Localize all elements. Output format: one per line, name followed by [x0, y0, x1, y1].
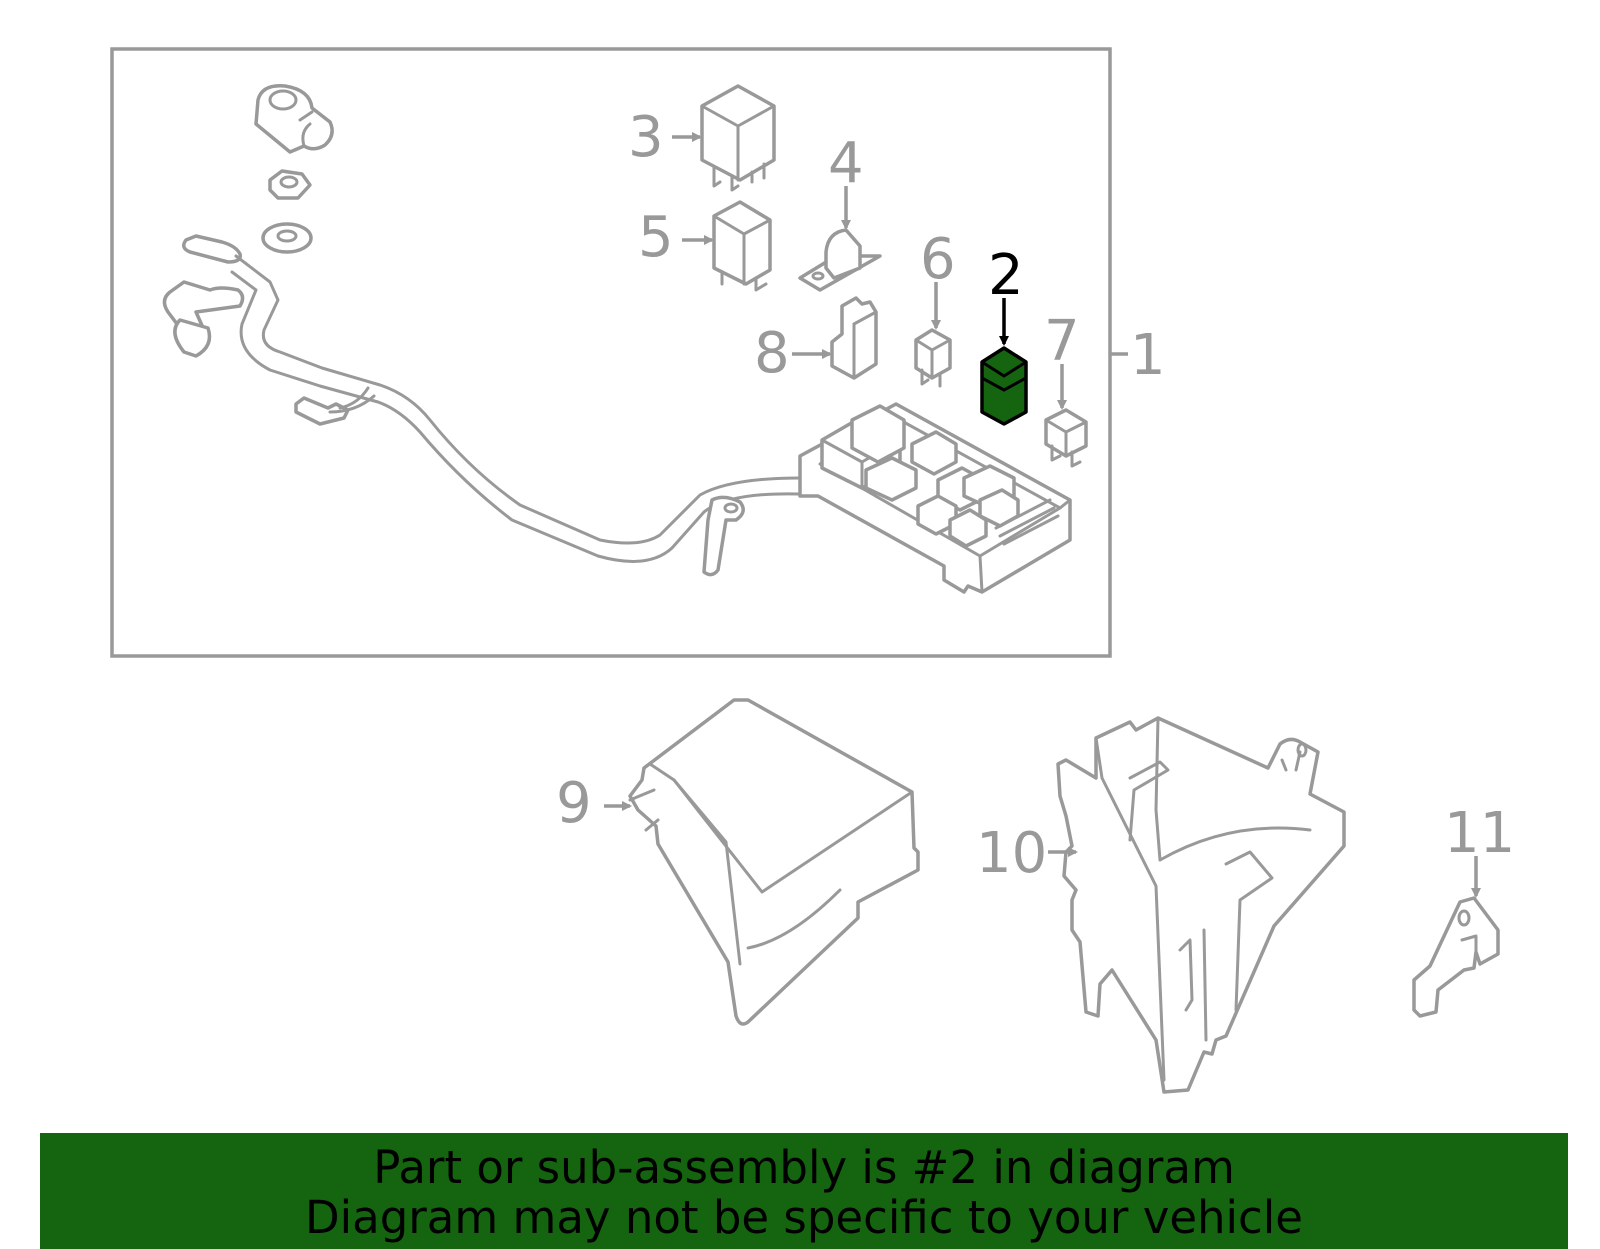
- banner-line-1: Part or sub-assembly is #2 in diagram: [373, 1141, 1235, 1194]
- part-11-bracket: [1412, 896, 1500, 1018]
- relay-box: [798, 402, 1072, 594]
- callout-10: 10: [976, 821, 1047, 886]
- info-banner: Part or sub-assembly is #2 in diagram Di…: [40, 1133, 1568, 1249]
- part-2-fuse-highlighted: [980, 346, 1028, 426]
- part-8-connector: [830, 296, 878, 380]
- banner-line-2: Diagram may not be specific to your vehi…: [305, 1191, 1303, 1244]
- callout-1: 1: [1130, 323, 1166, 388]
- part-5-relay: [712, 200, 772, 292]
- callout-6: 6: [920, 227, 956, 292]
- part-6-relay: [914, 328, 952, 388]
- callout-2: 2: [988, 243, 1024, 308]
- callout-8: 8: [754, 321, 790, 386]
- callout-11: 11: [1444, 801, 1515, 866]
- part-10-tray: [1056, 716, 1346, 1094]
- callout-7: 7: [1044, 309, 1080, 374]
- part-3-relay: [700, 84, 776, 192]
- battery-terminal-group: [254, 84, 334, 254]
- callout-5: 5: [638, 205, 674, 270]
- wiring-harness: [162, 234, 802, 577]
- callout-4: 4: [828, 131, 864, 196]
- part-4-bracket: [798, 228, 882, 292]
- part-7-relay: [1044, 408, 1088, 468]
- callout-9: 9: [556, 771, 592, 836]
- leader-arrows: [604, 132, 1481, 898]
- callout-3: 3: [628, 105, 664, 170]
- part-9-cover: [628, 698, 920, 1026]
